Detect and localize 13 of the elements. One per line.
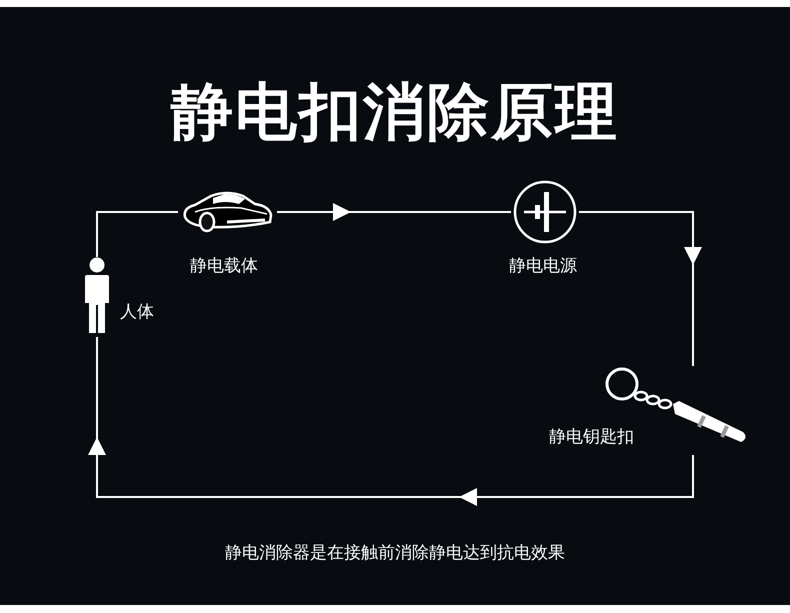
title: 静电扣消除原理 [169,74,620,150]
node-caption: 人体 [120,301,154,323]
node-caption: 静电电源 [509,255,577,277]
connector-line [96,211,178,257]
caption: 静电消除器是在接触前消除静电达到抗电效果 [224,542,566,564]
car-icon [181,190,273,232]
person-icon [84,257,110,335]
node-caption: 静电钥匙扣 [549,426,634,448]
arrow [88,337,694,506]
battery-symbol [513,180,577,244]
arrow [579,211,702,366]
node-caption: 静电载体 [190,255,258,277]
arrow [277,203,511,221]
